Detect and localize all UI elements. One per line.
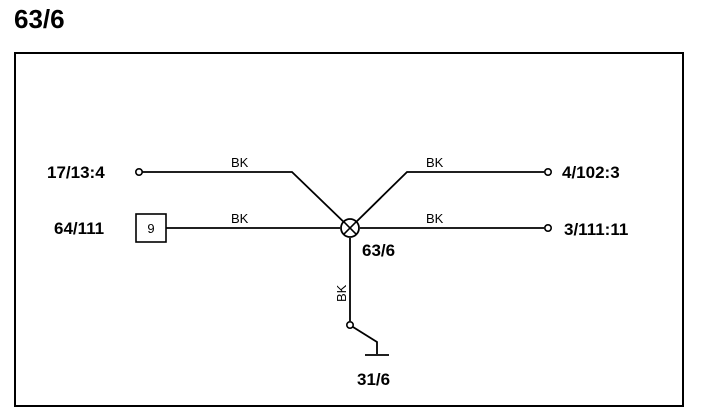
wire-color-right-mid: BK [426, 211, 444, 226]
wire-color-right-top: BK [426, 155, 444, 170]
wire-color-left-top: BK [231, 155, 249, 170]
connector-label-right-top: 4/102:3 [562, 163, 620, 182]
connector-label-left-mid: 64/111 [54, 219, 104, 238]
wire-color-down: BK [334, 284, 349, 302]
splice-node-icon [340, 218, 360, 238]
page-title: 63/6 [14, 4, 65, 34]
ground-icon [352, 326, 389, 356]
connector-pin-label: 9 [147, 221, 154, 236]
splice-label: 63/6 [362, 241, 395, 260]
connector-pin-box [135, 213, 167, 243]
wire-right-top [349, 171, 544, 229]
terminal-left-top-icon [135, 168, 144, 177]
terminal-right-mid-icon [543, 224, 552, 233]
diagram-frame [14, 52, 684, 407]
terminal-ground-icon [345, 320, 354, 329]
wire-color-left-mid: BK [231, 211, 249, 226]
connector-label-right-mid: 3/111:11 [564, 220, 628, 239]
terminal-right-top-icon [543, 168, 552, 177]
wire-left-top [142, 171, 351, 229]
connector-label-left-top: 17/13:4 [47, 163, 105, 182]
ground-label: 31/6 [357, 370, 390, 389]
